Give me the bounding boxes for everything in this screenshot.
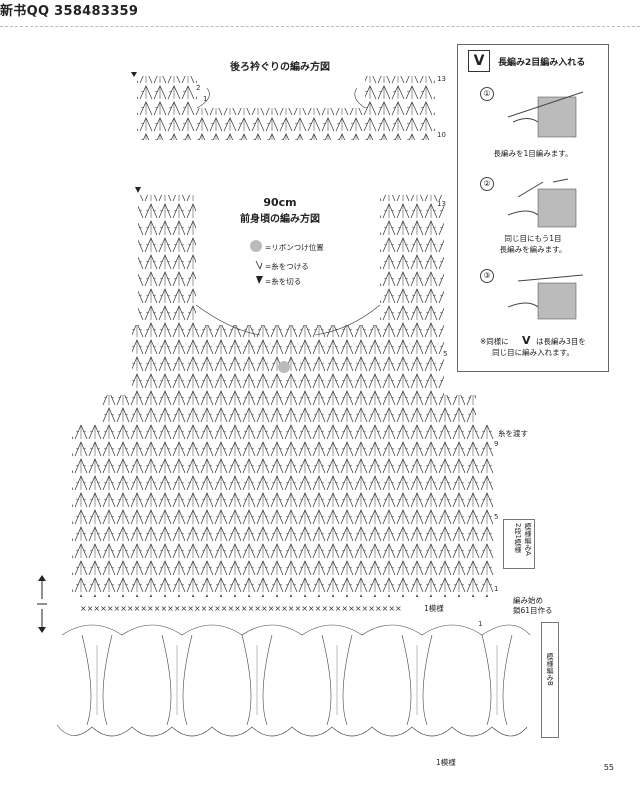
front-row-9: 9 bbox=[494, 440, 499, 448]
step-3-number: ③ bbox=[480, 269, 494, 283]
step-2-caption-1: 同じ目にもう1目 bbox=[504, 234, 562, 243]
back-neck-row-13: 13 bbox=[437, 75, 446, 83]
step-1-caption: 長編みを1目編みます。 bbox=[493, 149, 573, 158]
one-repeat-top-label: 1模様 bbox=[424, 604, 444, 613]
ribbon-marker-icon bbox=[250, 240, 262, 252]
join-yarn-icon bbox=[255, 260, 263, 270]
pattern-a-label: 模様編みA bbox=[524, 523, 532, 556]
legend-ribbon: =リボンつけ位置 bbox=[265, 243, 324, 252]
arrow-1-label: 1 bbox=[478, 620, 483, 628]
step-2-caption-2: 長編みを編みます。 bbox=[499, 245, 567, 254]
triple-crochet-symbol-icon: ꓦ bbox=[522, 334, 531, 347]
front-size: 90cm bbox=[263, 196, 297, 209]
instruction-title: 長編み2目編み入れる bbox=[498, 58, 586, 68]
step-2-illustration bbox=[507, 178, 577, 228]
front-row-1: 1 bbox=[494, 585, 499, 593]
step-1-number: ① bbox=[480, 87, 494, 101]
back-neck-chart bbox=[131, 72, 435, 140]
one-repeat-bottom-label: 1模様 bbox=[436, 758, 456, 767]
back-neck-label-1: 1 bbox=[203, 95, 208, 103]
front-title: 前身頃の編み方図 bbox=[240, 214, 320, 225]
legend-join: =糸をつける bbox=[265, 262, 309, 271]
header-text: 新书QQ 358483359 bbox=[0, 4, 139, 19]
foundation-label: 鎖61目作る bbox=[513, 606, 553, 615]
svg-text:××××××××××××××××××××××××××××××: ××××××××××××××××××××××××××××××××××××××××… bbox=[80, 604, 402, 613]
start-label: 編み始め bbox=[513, 596, 543, 605]
front-row-5: 5 bbox=[443, 350, 448, 358]
step-3-illustration bbox=[507, 274, 584, 320]
pattern-a-bracket: 模様編みA 2段1模様 bbox=[503, 519, 535, 569]
pattern-a-repeat: 2段1模様 bbox=[514, 523, 522, 553]
back-neck-title: 後ろ衿ぐりの編み方図 bbox=[230, 62, 330, 73]
front-row-13: 13 bbox=[437, 200, 446, 208]
pattern-b-bracket: 模様編みB bbox=[541, 622, 559, 738]
front-row-5b: 5 bbox=[494, 513, 499, 521]
pattern-b-label: 模様編みB bbox=[546, 653, 554, 686]
skirt-chart bbox=[56, 624, 531, 737]
legend-cut: =糸を切る bbox=[265, 277, 302, 286]
cut-yarn-icon bbox=[256, 276, 263, 284]
pass-yarn-label: 糸を渡す bbox=[498, 429, 528, 438]
step-3-caption-3: 同じ目に編み入れます。 bbox=[492, 348, 574, 357]
step-3-caption-2: は長編み3目を bbox=[536, 337, 586, 346]
step-2-number: ② bbox=[480, 177, 494, 191]
step-1-illustration bbox=[507, 91, 584, 138]
header-divider bbox=[0, 26, 640, 27]
instruction-panel: V 長編み2目編み入れる ① 長編みを1目編みます。 ② 同じ目にもう1目 長編… bbox=[457, 44, 609, 372]
back-neck-row-10: 10 bbox=[437, 131, 446, 139]
foundation-chain: ××××××××××××××××××××××××××××××××××××××××… bbox=[80, 604, 402, 613]
double-crochet-symbol-icon: V bbox=[468, 50, 490, 72]
step-3-caption-1: ※同様に bbox=[480, 337, 509, 346]
front-bodice-chart bbox=[72, 187, 494, 597]
height-arrow-icon bbox=[37, 575, 47, 633]
page-number: 55 bbox=[603, 763, 614, 772]
back-neck-label-2: 2 bbox=[196, 84, 201, 92]
